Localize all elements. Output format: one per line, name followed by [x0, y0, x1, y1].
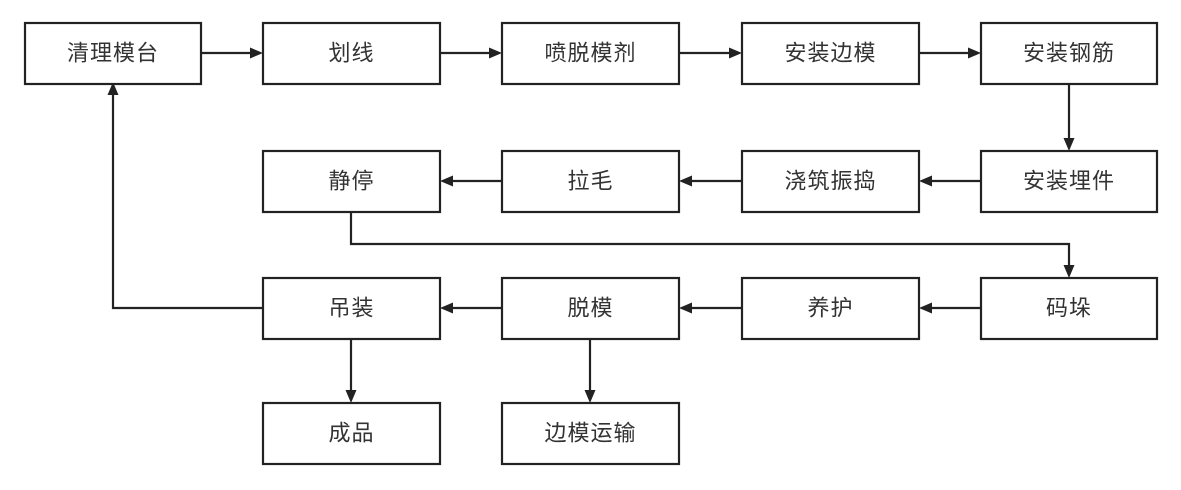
flow-edge	[440, 302, 502, 314]
flow-edge	[679, 302, 742, 314]
node-label: 划线	[328, 40, 374, 65]
node-box[interactable]	[261, 276, 442, 341]
node-box[interactable]	[500, 21, 681, 86]
node-box[interactable]	[500, 401, 681, 466]
flow-node-n6[interactable]: 安装埋件	[979, 149, 1159, 214]
edge-arrowhead	[919, 175, 932, 187]
flow-node-n13[interactable]: 吊装	[261, 276, 442, 341]
node-label: 浇筑振捣	[784, 168, 876, 193]
flow-node-n14[interactable]: 成品	[261, 401, 442, 466]
edge-arrowhead	[345, 390, 357, 403]
edge-arrowhead	[107, 82, 119, 95]
node-label: 吊装	[328, 295, 374, 320]
flow-node-n2[interactable]: 划线	[261, 21, 442, 86]
node-box[interactable]	[261, 401, 442, 466]
flow-node-n11[interactable]: 养护	[740, 276, 921, 341]
flow-edge	[919, 175, 981, 187]
edge-arrowhead	[968, 47, 981, 59]
edge-arrowhead	[440, 302, 453, 314]
flow-node-n7[interactable]: 浇筑振捣	[740, 149, 921, 214]
node-box[interactable]	[979, 276, 1159, 341]
flow-edge	[349, 212, 1075, 278]
node-label: 拉毛	[567, 168, 613, 193]
edge-path	[349, 212, 1071, 272]
edges-layer	[107, 47, 1075, 403]
node-label: 码垛	[1046, 295, 1092, 320]
node-box[interactable]	[500, 149, 681, 214]
node-box[interactable]	[261, 149, 442, 214]
node-box[interactable]	[740, 149, 921, 214]
flow-edge	[107, 82, 263, 310]
flow-node-n10[interactable]: 码垛	[979, 276, 1159, 341]
node-label: 边模运输	[544, 420, 636, 445]
node-box[interactable]	[740, 276, 921, 341]
node-box[interactable]	[261, 21, 442, 86]
flow-node-n5[interactable]: 安装钢筋	[979, 21, 1159, 86]
edge-arrowhead	[440, 175, 453, 187]
node-label: 养护	[807, 295, 853, 320]
node-box[interactable]	[23, 21, 203, 86]
edge-arrowhead	[1063, 138, 1075, 151]
node-label: 清理模台	[67, 40, 159, 65]
flow-edge	[919, 302, 981, 314]
edge-arrowhead	[1063, 265, 1075, 278]
edge-arrowhead	[729, 47, 742, 59]
edge-arrowhead	[679, 175, 692, 187]
edge-arrowhead	[919, 302, 932, 314]
flow-edge	[919, 47, 981, 59]
node-box[interactable]	[740, 21, 921, 86]
flow-node-n9[interactable]: 静停	[261, 149, 442, 214]
flow-node-n3[interactable]: 喷脱模剂	[500, 21, 681, 86]
edge-path	[111, 88, 263, 310]
node-label: 安装边模	[784, 40, 876, 65]
flow-edge	[584, 339, 596, 403]
flow-edge	[201, 47, 263, 59]
edge-arrowhead	[489, 47, 502, 59]
flow-edge	[440, 47, 502, 59]
flow-node-n15[interactable]: 边模运输	[500, 401, 681, 466]
node-label: 脱模	[567, 295, 613, 320]
node-label: 安装钢筋	[1023, 40, 1115, 65]
flow-edge	[679, 175, 742, 187]
edge-arrowhead	[584, 390, 596, 403]
node-box[interactable]	[500, 276, 681, 341]
flow-edge	[440, 175, 502, 187]
edge-arrowhead	[679, 302, 692, 314]
node-label: 静停	[328, 168, 374, 193]
node-label: 成品	[328, 420, 374, 445]
flow-edge	[679, 47, 742, 59]
flow-edge	[345, 339, 357, 403]
flow-node-n1[interactable]: 清理模台	[23, 21, 203, 86]
node-label: 安装埋件	[1023, 168, 1115, 193]
node-box[interactable]	[979, 149, 1159, 214]
node-label: 喷脱模剂	[544, 40, 636, 65]
flow-node-n4[interactable]: 安装边模	[740, 21, 921, 86]
edge-arrowhead	[250, 47, 263, 59]
flow-node-n8[interactable]: 拉毛	[500, 149, 681, 214]
flow-node-n12[interactable]: 脱模	[500, 276, 681, 341]
node-box[interactable]	[979, 21, 1159, 86]
flow-edge	[1063, 84, 1075, 151]
